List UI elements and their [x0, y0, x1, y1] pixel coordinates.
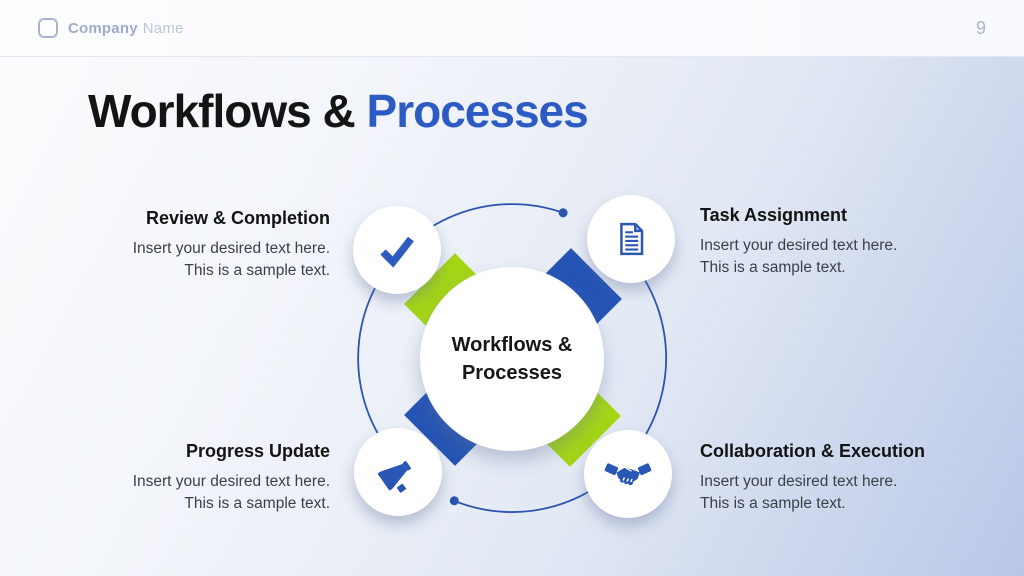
slide-title-black: Workflows & [88, 85, 356, 137]
ring-dot-bottom [449, 496, 459, 506]
satellite-collaboration-execution [584, 430, 672, 518]
satellite-task-assignment [587, 195, 675, 283]
company-logo-icon [38, 18, 58, 38]
page-number: 9 [975, 17, 986, 38]
item-body-line1: Insert your desired text here. [700, 473, 898, 490]
handshake-icon [604, 463, 652, 486]
item-body-line2: This is a sample text. [700, 259, 846, 277]
item-title: Progress Update [185, 441, 330, 461]
satellite-progress-update [354, 428, 442, 516]
center-circle-line2: Processes [461, 362, 563, 384]
item-title: Collaboration & Execution [700, 441, 926, 461]
textblock-task-assignment: Task Assignment Insert your desired text… [700, 205, 950, 280]
ring-dot-top [558, 208, 568, 218]
satellite-review-completion [353, 206, 441, 294]
company-name-light: Name [142, 19, 184, 37]
textblock-progress-update: Progress Update Insert your desired text… [90, 441, 330, 516]
item-body-line1: Insert your desired text here. [132, 240, 330, 257]
item-body: Insert your desired text here. This is a… [700, 471, 965, 516]
megaphone-icon [377, 461, 411, 493]
center-circle: Workflows & Processes [420, 267, 604, 451]
document-icon [620, 222, 644, 256]
item-body: Insert your desired text here. This is a… [90, 471, 330, 516]
item-body: Insert your desired text here. This is a… [700, 235, 950, 280]
item-body-line2: This is a sample text. [700, 495, 846, 513]
item-title: Review & Completion [145, 208, 330, 228]
slide-title-blue: Processes [366, 85, 589, 137]
center-circle-line1: Workflows & [451, 334, 573, 356]
item-body-line2: This is a sample text. [184, 262, 330, 280]
item-body: Insert your desired text here. This is a… [90, 238, 330, 283]
item-body-line2: This is a sample text. [184, 495, 330, 513]
textblock-review-completion: Review & Completion Insert your desired … [90, 208, 330, 283]
item-body-line1: Insert your desired text here. [700, 237, 898, 254]
company-name-bold: Company [68, 19, 138, 37]
item-body-line1: Insert your desired text here. [132, 473, 330, 490]
checkmark-icon [380, 236, 414, 268]
item-title: Task Assignment [700, 205, 848, 225]
slide-title: Workflows & Processes [88, 84, 589, 138]
textblock-collaboration-execution: Collaboration & Execution Insert your de… [700, 441, 965, 516]
